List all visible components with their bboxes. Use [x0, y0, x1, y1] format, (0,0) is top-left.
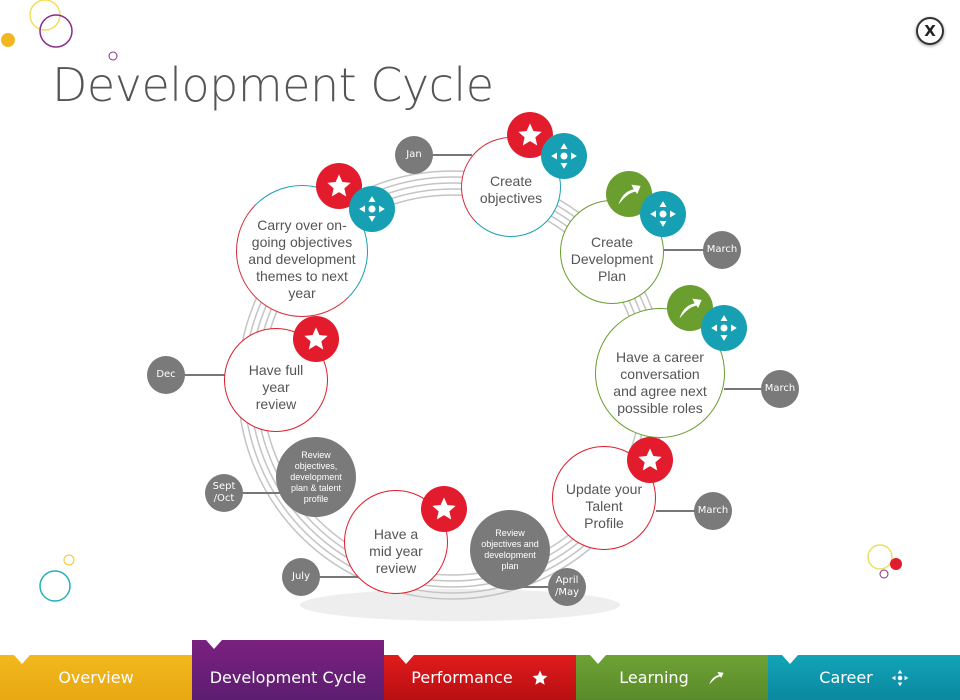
compass-icon	[640, 191, 686, 237]
node-full-year-review[interactable]: Have full year review	[224, 328, 328, 432]
tab-label: Performance	[411, 668, 513, 687]
tab-career[interactable]: Career	[768, 655, 960, 700]
bottom-nav: Overview Development Cycle Performance L…	[0, 640, 960, 700]
tab-overview[interactable]: Overview	[0, 655, 192, 700]
date-sept-oct: Sept /Oct	[205, 474, 243, 512]
compass-icon	[541, 133, 587, 179]
tab-label: Overview	[58, 668, 134, 687]
decor-circle	[39, 570, 71, 602]
node-review-objectives-talent[interactable]: Review objectives, development plan & ta…	[276, 437, 356, 517]
decor-circle	[39, 14, 73, 48]
tab-label: Career	[819, 668, 873, 687]
decor-circle	[867, 544, 893, 570]
date-march: March	[694, 492, 732, 530]
tab-label: Learning	[619, 668, 689, 687]
date-march: March	[703, 231, 741, 269]
date-march: March	[761, 370, 799, 408]
star-icon	[627, 437, 673, 483]
date-july: July	[282, 558, 320, 596]
star-icon	[531, 669, 549, 687]
decor-circle	[63, 554, 75, 566]
node-review-objectives-dev-plan[interactable]: Review objectives and development plan	[470, 510, 550, 590]
tab-development-cycle[interactable]: Development Cycle	[192, 640, 384, 700]
compass-icon	[891, 669, 909, 687]
compass-icon	[701, 305, 747, 351]
arrow-up-right-icon	[707, 669, 725, 687]
compass-icon	[349, 186, 395, 232]
decor-circle	[890, 558, 902, 570]
date-jan: Jan	[395, 136, 433, 174]
decor-circle	[879, 569, 889, 579]
date-dec: Dec	[147, 356, 185, 394]
decor-circle	[108, 51, 118, 61]
tab-performance[interactable]: Performance	[384, 655, 576, 700]
node-create-dev-plan[interactable]: Create Development Plan	[560, 200, 664, 304]
star-icon	[421, 486, 467, 532]
date-april-may: April /May	[548, 568, 586, 606]
tab-learning[interactable]: Learning	[576, 655, 768, 700]
page-title: Development Cycle	[52, 58, 494, 112]
shadow	[300, 589, 620, 621]
tab-label: Development Cycle	[209, 668, 367, 687]
star-icon	[293, 316, 339, 362]
decor-circle	[1, 33, 15, 47]
close-button[interactable]: X	[916, 17, 944, 45]
